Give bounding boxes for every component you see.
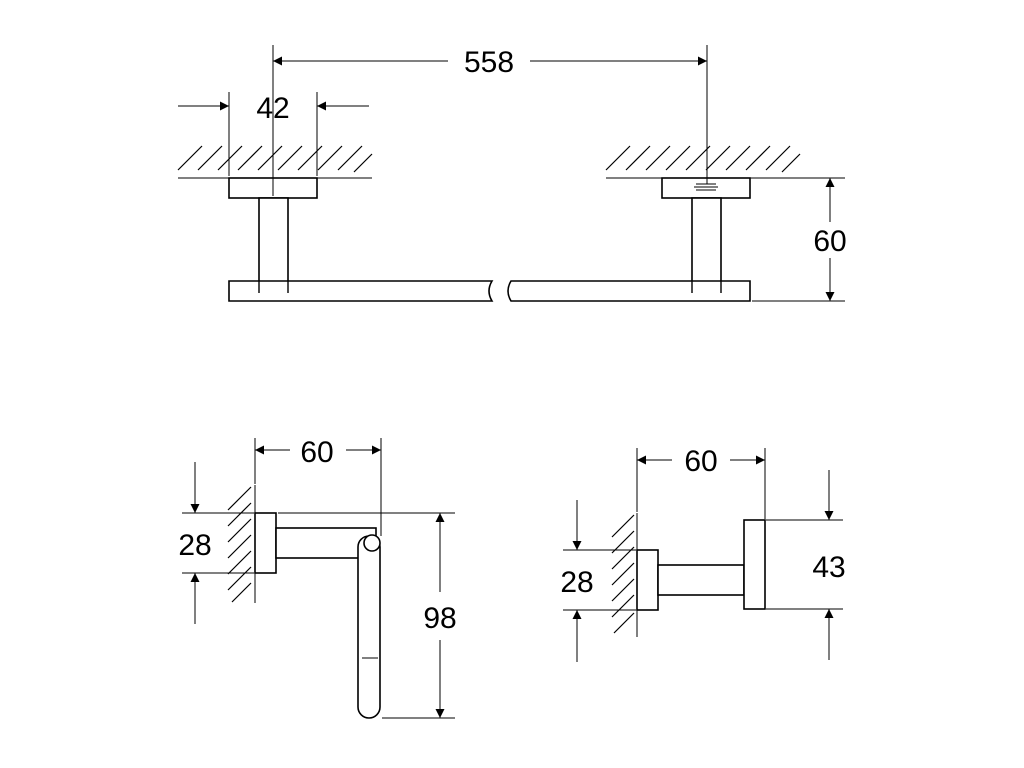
wall-hatch-hook (611, 513, 638, 637)
dim-label-558: 558 (464, 46, 514, 79)
holder-roller-pin (357, 535, 381, 719)
dim-label-hook-43: 43 (812, 551, 845, 584)
dimension-558: 558 (273, 46, 707, 79)
hook-end-cap (743, 519, 766, 610)
dimension-holder-28: 28 (178, 462, 254, 624)
hook-arm (657, 564, 745, 596)
dimension-42: 42 (178, 92, 369, 176)
dim-label-42: 42 (256, 92, 289, 125)
dimension-hook-43: 43 (766, 470, 846, 660)
left-post (258, 197, 289, 294)
dim-label-holder-98: 98 (423, 602, 456, 635)
holder-wall-plate (254, 512, 277, 574)
towel-bar-right (507, 280, 751, 302)
towel-bar-left (228, 280, 494, 302)
right-post (691, 197, 722, 294)
dim-label-holder-60: 60 (300, 436, 333, 469)
dim-label-hook-60: 60 (684, 445, 717, 478)
dim-label-hook-28: 28 (560, 566, 593, 599)
wall-hatch-left (177, 145, 373, 179)
wall-hatch-holder (227, 485, 256, 603)
wall-hatch-right (605, 145, 801, 179)
dimension-60-vertical: 60 (752, 177, 847, 302)
dim-label-60-top: 60 (813, 225, 846, 258)
hook-wall-plate (636, 549, 659, 611)
right-wall-plate (661, 177, 751, 199)
towel-bar-view: 558 42 60 (177, 45, 847, 302)
holder-pivot (363, 534, 381, 552)
paper-holder-view: 60 28 98 (178, 436, 457, 719)
dim-label-holder-28: 28 (178, 529, 211, 562)
dimension-hook-60: 60 (636, 445, 766, 519)
set-screw-icon (694, 183, 718, 191)
hook-view: 60 28 43 (560, 445, 846, 662)
dimension-hook-28: 28 (560, 500, 636, 662)
dimension-holder-98: 98 (278, 512, 457, 719)
dimension-holder-60: 60 (254, 436, 382, 536)
